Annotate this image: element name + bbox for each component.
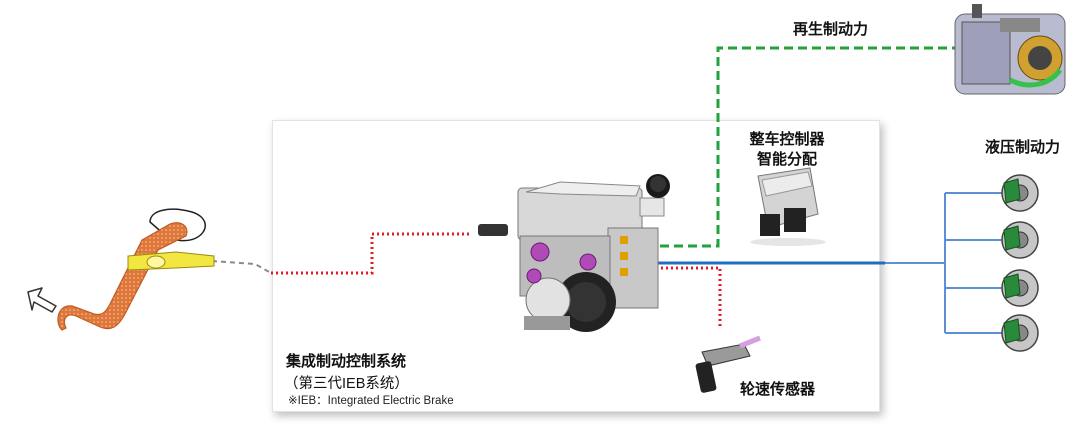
pedal-signal-line (271, 232, 470, 275)
regen-braking-line (660, 46, 960, 248)
vcu-sublabel: 智能分配 (756, 151, 817, 168)
regen-braking-label: 再生制动力 (793, 21, 869, 38)
wheel-speed-signal-line (656, 266, 722, 328)
wheel-brake-icon (1001, 174, 1039, 212)
press-arrow-icon (27, 287, 57, 313)
ieb-system-title: 集成制动控制系统 (286, 353, 407, 370)
wheel-brake-icon (1001, 221, 1039, 259)
wheel-speed-sensor-label: 轮速传感器 (740, 381, 816, 398)
brake-pedal-icon (57, 208, 215, 331)
hydraulic-braking-label: 液压制动力 (985, 139, 1061, 156)
vcu-module-icon (750, 167, 826, 246)
motor-icon (954, 4, 1066, 95)
connections (211, 46, 1005, 334)
wheel-brake-icon (1001, 269, 1039, 307)
pedal-to-panel-gray-dashed (211, 260, 272, 274)
vcu-label: 整车控制器 (749, 131, 825, 148)
wheel-speed-sensor-icon (695, 335, 761, 393)
ieb-unit-icon (478, 174, 670, 332)
ieb-footnote: ※IEB：Integrated Electric Brake (288, 395, 454, 407)
ieb-system-subtitle: （第三代IEB系统） (284, 376, 409, 392)
wheel-brake-icon (1001, 314, 1039, 352)
